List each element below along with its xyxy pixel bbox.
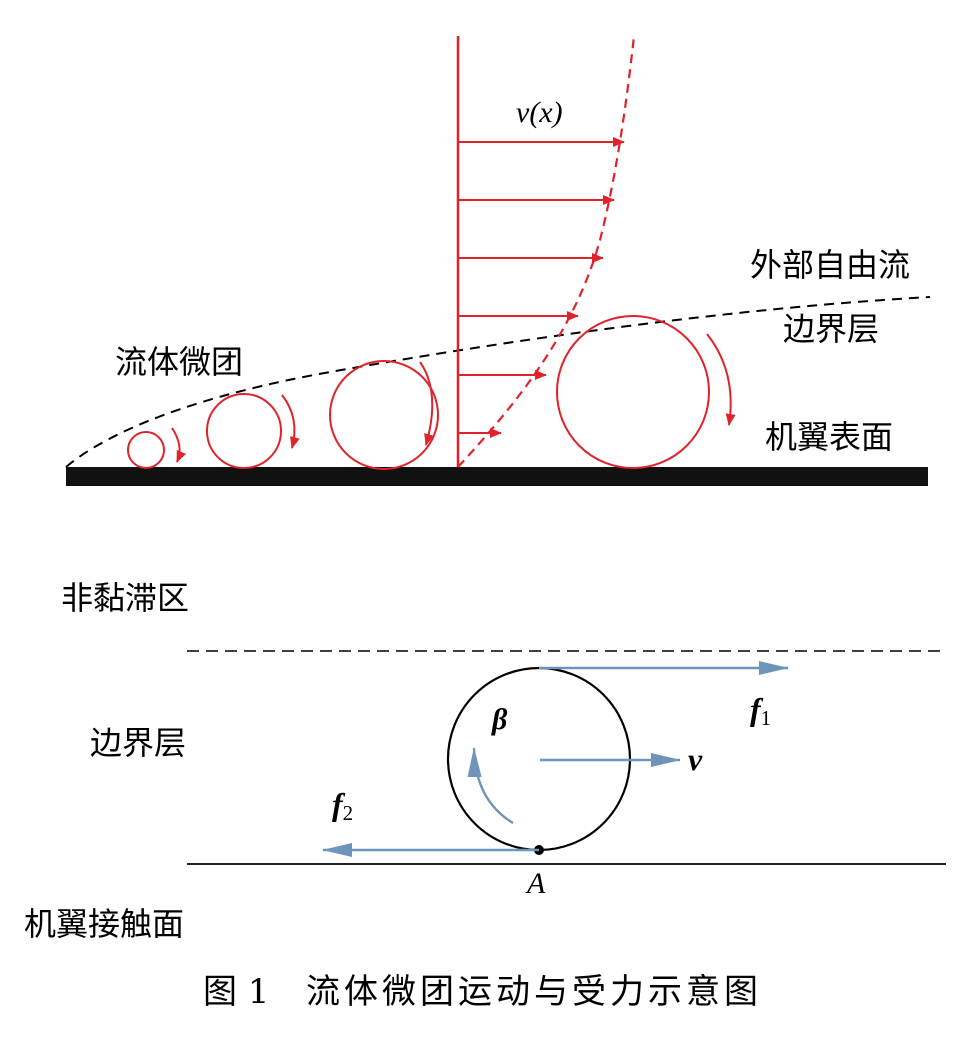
contact-surface-label: 机翼接触面 <box>24 905 184 943</box>
non-viscous-region-label: 非黏滞区 <box>61 579 189 617</box>
velocity-v-label: v <box>688 741 703 777</box>
boundary-layer-label-bottom: 边界层 <box>90 724 186 762</box>
beta-label: β <box>491 703 508 736</box>
velocity-label: v(x) <box>516 96 563 129</box>
rotation-arrow <box>171 427 186 463</box>
wing-surface-label: 机翼表面 <box>765 418 893 456</box>
force-f2-label: f2 <box>332 786 353 825</box>
outer-flow-label: 外部自由流 <box>750 246 910 284</box>
boundary-layer-edge <box>65 296 931 468</box>
rotation-arrow <box>419 361 434 446</box>
fluid-parcels <box>127 315 710 470</box>
fluid-parcel <box>127 431 165 469</box>
force-f1-label: f1 <box>750 691 771 730</box>
velocity-arrows <box>458 137 625 438</box>
caption-title: 流体微团运动与受力示意图 <box>306 972 762 1012</box>
boundary-layer-label-top: 边界层 <box>783 310 879 348</box>
fluid-parcel <box>556 315 710 469</box>
fluid-parcel-label: 流体微团 <box>115 343 243 381</box>
point-label: A <box>525 867 546 900</box>
fluid-parcel <box>206 393 282 469</box>
velocity-profile-curve <box>457 35 636 468</box>
top-diagram: v(x) 外部自由流 边界层 流体微团 机翼表面 <box>65 35 931 486</box>
rotation-arrow <box>281 394 300 449</box>
rotation-arrows <box>171 333 736 463</box>
bottom-diagram: 非黏滞区 边界层 机翼接触面 A f1 v β f2 <box>24 579 946 943</box>
figure-caption: 图 1 流体微团运动与受力示意图 <box>203 972 762 1012</box>
fluid-parcel <box>329 360 439 470</box>
caption-figure-number: 图 1 <box>203 972 269 1012</box>
rotation-beta-arrow <box>467 747 514 825</box>
wing-surface-bar <box>66 467 928 486</box>
rotation-arrow <box>706 333 736 426</box>
